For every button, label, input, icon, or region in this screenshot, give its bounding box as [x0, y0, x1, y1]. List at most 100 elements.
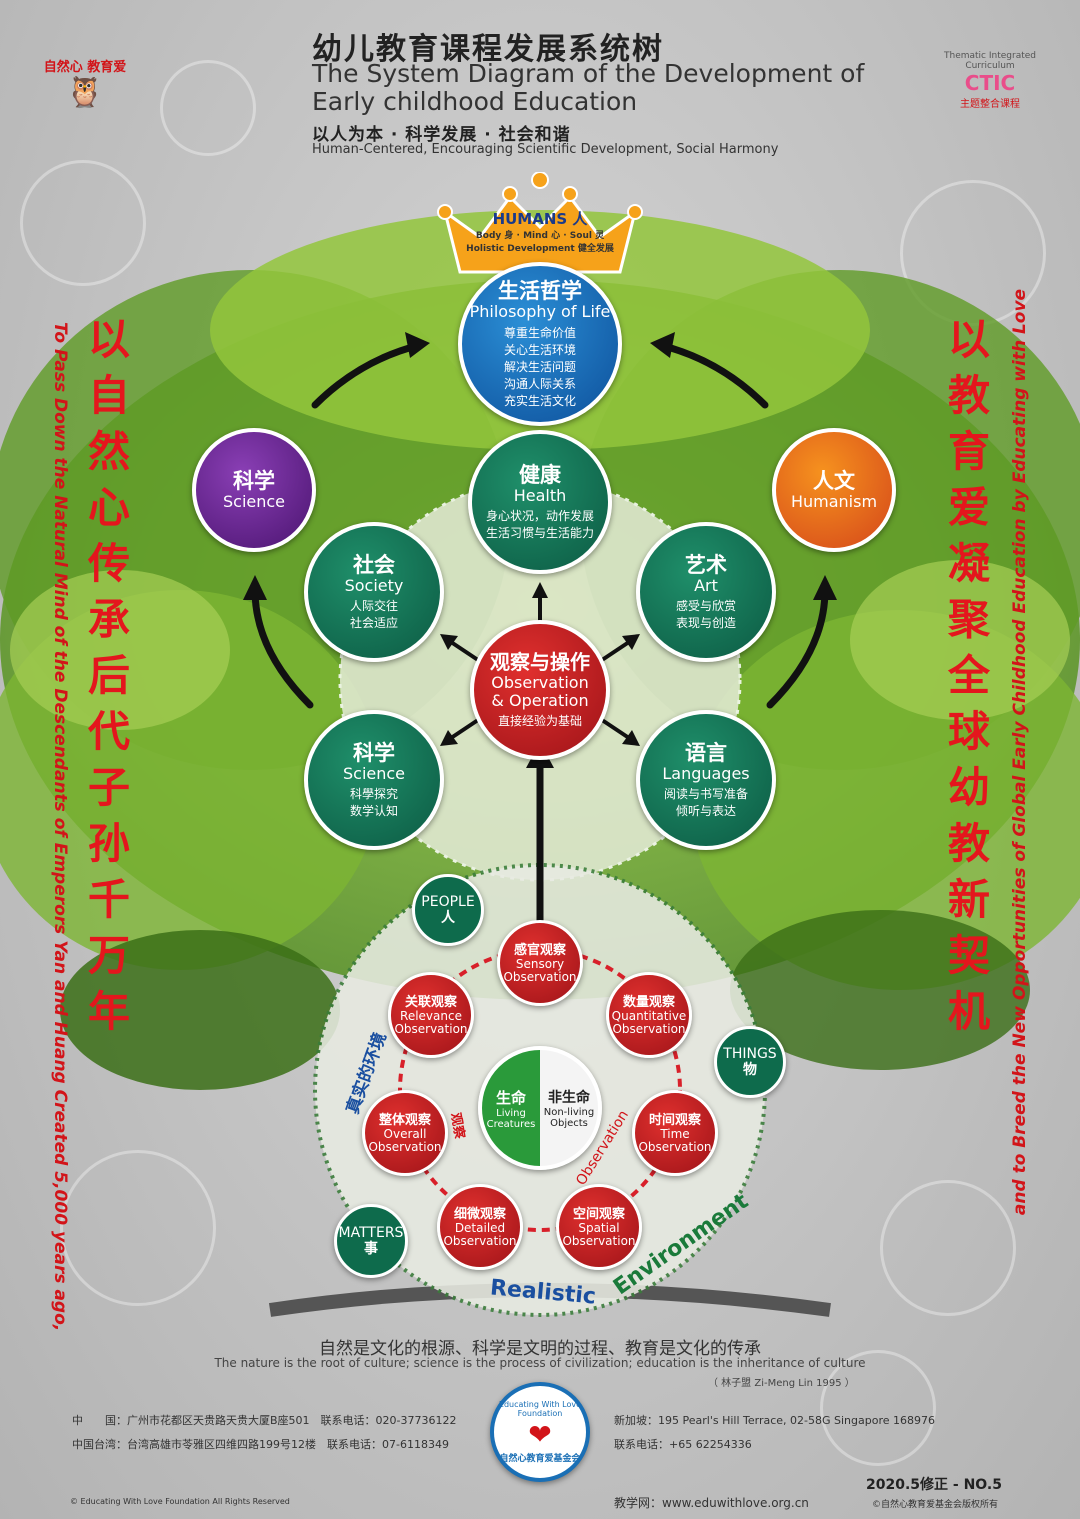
motto-en: Human-Centered, Encouraging Scientific D…	[312, 142, 779, 157]
left-char: 心	[87, 483, 130, 532]
heart-icon: ❤	[528, 1418, 552, 1451]
right-char: 幼	[947, 763, 990, 812]
logo-left-text: 自然心 教育爱	[43, 59, 127, 75]
things-tag: THINGS 物	[714, 1026, 786, 1098]
nonliving-en2: Objects	[550, 1118, 588, 1129]
people-en: PEOPLE	[421, 894, 475, 910]
observe-en2: & Operation	[491, 691, 589, 710]
society-line2: 社会适应	[349, 615, 398, 630]
nonliving-half: 非生命 Non-living Objects	[540, 1050, 598, 1166]
obs-cn: 感官观察	[513, 942, 566, 958]
philosophy-item: 充实生活文化	[503, 393, 576, 408]
footer-sg-phone: 联系电话：+65 62254336	[614, 1438, 752, 1451]
obs-en2: Observation	[503, 969, 577, 984]
copyright-left: © Educating With Love Foundation All Rig…	[70, 1497, 290, 1506]
philosophy-item: 解决生活问题	[503, 359, 576, 374]
right-char: 全	[947, 651, 990, 700]
logo-right-sub: Thematic Integrated Curriculum	[944, 50, 1036, 71]
things-cn: 物	[743, 1062, 757, 1078]
left-char: 后	[87, 651, 130, 700]
humanism-circle: 人文 Humanism	[772, 428, 896, 552]
obs-cn: 数量观察	[622, 994, 675, 1010]
language-circle: 语言 Languages 阅读与书写准备 倾听与表达	[636, 710, 776, 850]
center-circle: 生命 Living Creatures 非生命 Non-living Objec…	[478, 1046, 602, 1170]
society-cn: 社会	[353, 552, 395, 577]
crown-line2: Holistic Development 健全发展	[466, 244, 614, 254]
website-link[interactable]: 教学网：www.eduwithlove.org.cn	[614, 1496, 809, 1510]
right-char: 教	[947, 819, 990, 868]
logo-left: 自然心 教育爱 🦉	[30, 40, 140, 125]
art-cn: 艺术	[685, 552, 727, 577]
art-line2: 表现与创造	[675, 615, 736, 630]
humanism-en: Humanism	[790, 492, 878, 511]
science-top-circle: 科学 Science	[192, 428, 316, 552]
matters-cn: 事	[364, 1241, 378, 1257]
obs-detailed: 细微观察 Detailed Observation	[437, 1184, 523, 1270]
right-vertical-cn: 以教育爱凝聚全球幼教新契机	[944, 312, 994, 1040]
living-half: 生命 Living Creatures	[482, 1050, 540, 1166]
obs-en1: Sensory	[515, 956, 565, 971]
left-char: 子	[87, 763, 130, 812]
owl-icon: 🦉	[66, 74, 104, 110]
logo-right: Thematic Integrated Curriculum CTIC 主题整合…	[935, 35, 1045, 125]
things-en: THINGS	[723, 1046, 777, 1062]
philosophy-cn: 生活哲学	[498, 278, 582, 303]
science-cn: 科学	[353, 740, 395, 765]
health-en: Health	[513, 485, 567, 505]
obs-en1: Detailed	[454, 1220, 506, 1235]
left-char: 然	[87, 427, 130, 476]
society-circle: 社会 Society 人际交往 社会适应	[304, 522, 444, 662]
science-line1: 科學探究	[349, 786, 398, 801]
right-char: 育	[947, 427, 990, 476]
left-char: 传	[87, 539, 130, 588]
left-char: 承	[87, 595, 130, 644]
left-vertical-en: To Pass Down the Natural Mind of the Des…	[50, 322, 70, 1332]
humanism-cn: 人文	[813, 469, 855, 493]
philosophy-circle: 生活哲学 Philosophy of Life 尊重生命价值 关心生活环境 解决…	[458, 262, 622, 426]
background-doodle	[880, 1180, 1016, 1316]
obs-spatial: 空间观察 Spatial Observation	[556, 1184, 642, 1270]
language-line2: 倾听与表达	[675, 803, 736, 818]
footer-taiwan: 中国台湾：台湾高雄市苓雅区四维四路199号12楼 联系电话：07-6118349	[72, 1438, 449, 1451]
philosophy-item: 尊重生命价值	[503, 325, 576, 340]
science-top-en: Science	[222, 492, 286, 511]
left-char: 孙	[87, 819, 130, 868]
logo-right-sub2: 主题整合课程	[960, 98, 1020, 110]
nonliving-en1: Non-living	[543, 1107, 595, 1118]
left-char: 以	[87, 315, 130, 364]
philosophy-item: 沟通人际关系	[503, 376, 576, 391]
art-line1: 感受与欣赏	[675, 598, 736, 613]
left-char: 代	[87, 707, 130, 756]
obs-en2: Observation	[612, 1021, 686, 1036]
quote-cn: 自然是文化的根源、科学是文明的过程、教育是文化的传承	[319, 1339, 761, 1359]
language-en: Languages	[662, 763, 750, 783]
society-en: Society	[344, 575, 404, 595]
obs-en2: Observation	[562, 1233, 636, 1248]
left-char: 千	[87, 875, 130, 924]
obs-en2: Observation	[443, 1233, 517, 1248]
people-cn: 人	[441, 910, 455, 926]
footer-china: 中 国：广州市花都区天贵路天贵大厦B座501 联系电话：020-37736122	[72, 1414, 457, 1427]
copyright-right: ©自然心教育爱基金会版权所有	[872, 1500, 999, 1510]
right-char: 教	[947, 371, 990, 420]
page-title-cn: 幼儿教育课程发展系统树	[312, 32, 664, 67]
obs-en1: Quantitative	[611, 1008, 687, 1023]
obs-en2: Observation	[638, 1139, 712, 1154]
nonliving-cn: 非生命	[548, 1090, 590, 1106]
observe-sub: 直接经验为基础	[497, 714, 582, 728]
right-char: 契	[947, 931, 990, 980]
living-en2: Creatures	[486, 1118, 536, 1130]
health-cn: 健康	[519, 462, 561, 487]
background-doodle	[160, 60, 256, 156]
obs-time: 时间观察 Time Observation	[632, 1090, 718, 1176]
living-en1: Living	[496, 1107, 526, 1119]
obs-cn: 整体观察	[378, 1112, 431, 1128]
science-top-cn: 科学	[233, 469, 275, 493]
motto-cn: 以人为本 · 科学发展 · 社会和谐	[312, 125, 571, 145]
footer-singapore: 新加坡：195 Pearl's Hill Terrace, 02-58G Sin…	[614, 1414, 935, 1427]
matters-en: MATTERS	[338, 1225, 404, 1241]
left-char: 自	[87, 371, 130, 420]
obs-sensory: 感官观察 Sensory Observation	[497, 920, 583, 1006]
matters-tag: MATTERS 事	[334, 1204, 408, 1278]
right-char: 以	[947, 315, 990, 364]
